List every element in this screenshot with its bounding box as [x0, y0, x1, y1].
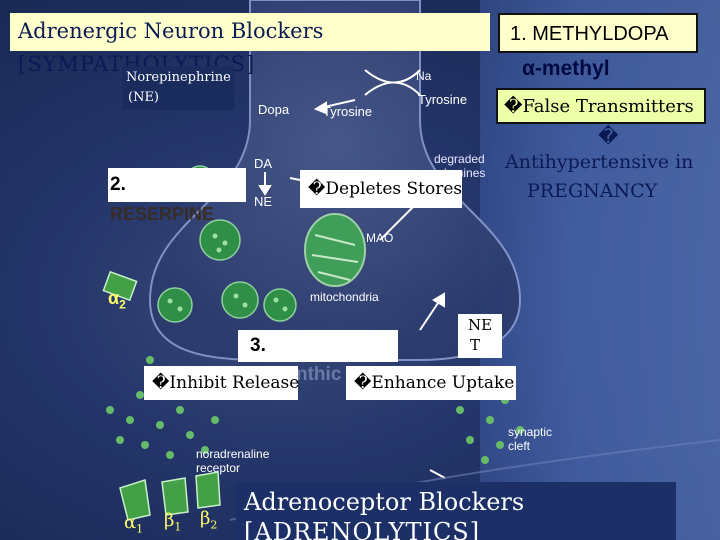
mitochondrion [304, 213, 366, 287]
net-box: NE T [458, 314, 502, 358]
na-label: Na [416, 69, 432, 83]
adrenoceptor-blockers-subtitle: [ADRENOLYTICS] [244, 518, 481, 540]
ne-abbrev-label: (NE) [128, 90, 160, 105]
alpha2-symbol: α [108, 288, 120, 308]
mitochondria-label: mitochondria [310, 290, 379, 304]
reserpine-label: RESERPINE [110, 204, 215, 224]
depletes-stores-box: �Depletes Stores [300, 170, 462, 208]
title-box: Adrenergic Neuron Blockers [10, 13, 490, 51]
enhance-uptake-box: �Enhance Uptake [346, 366, 516, 400]
enhance-uptake-label: �Enhance Uptake [354, 373, 515, 393]
ne-inner-label: NE [254, 194, 273, 209]
pregnancy-label: PREGNANCY [527, 180, 658, 202]
receptor-shapes [102, 270, 221, 521]
false-transmitters-label: �False Transmitters [504, 96, 694, 117]
norepinephrine-box: Norepinephrine (NE) [122, 66, 234, 110]
alpha1-subscript: 1 [136, 522, 144, 536]
norepinephrine-label: Norepinephrine [126, 70, 231, 85]
beta2-symbol: β [200, 508, 211, 529]
degraded-label: degraded [434, 152, 485, 166]
page-title: Adrenergic Neuron Blockers [18, 19, 324, 43]
alpha1-symbol: α [124, 512, 137, 533]
beta2-subscript: 2 [210, 518, 218, 532]
noradrenaline-receptor-label: noradrenaline receptor [196, 447, 270, 475]
alpha2-receptor-label: α2 [108, 288, 126, 312]
antihypertensive-label: Antihypertensive in [505, 151, 694, 173]
alpha1-receptor-label: α1 [124, 512, 143, 536]
dopa-label: Dopa [258, 102, 290, 117]
beta1-subscript: 1 [174, 520, 182, 534]
inhibit-release-label: �Inhibit Release [152, 373, 300, 393]
beta1-receptor-label: β1 [164, 510, 181, 534]
beta1-symbol: β [164, 510, 175, 531]
adrenoceptor-blockers-title: Adrenoceptor Blockers [244, 488, 525, 516]
methyldopa-label: 1. METHYLDOPA [510, 23, 669, 45]
tyrosine-inner-label: Tyrosine [323, 104, 373, 119]
synaptic-cleft-label: synaptic cleft [508, 425, 553, 453]
mao-label: MAO [366, 231, 394, 245]
da-label: DA [254, 156, 273, 171]
adrenoceptor-blockers-box: Adrenoceptor Blockers [ADRENOLYTICS] [236, 482, 676, 540]
alpha2-subscript: 2 [119, 297, 126, 312]
net-line2: T [470, 336, 481, 354]
release-number-box: 3. [238, 330, 398, 362]
methyldopa-box: 1. METHYLDOPA [498, 13, 698, 53]
alpha-methyl-label: α-methyl [522, 57, 610, 80]
reserpine-box: 2. [108, 168, 246, 202]
net-line1: NE [468, 316, 493, 334]
tyrosine-outer-label: Tyrosine [418, 92, 468, 107]
inhibit-release-box: �Inhibit Release [144, 366, 300, 400]
faded-synthesis-label: nthic [296, 364, 342, 385]
depletes-stores-label: �Depletes Stores [308, 179, 463, 199]
false-transmitters-box: �False Transmitters [496, 88, 706, 124]
beta2-receptor-label: β2 [200, 508, 217, 532]
release-number: 3. [250, 335, 266, 356]
reserpine-number: 2. [110, 174, 126, 195]
replacement-glyph: � [598, 126, 619, 148]
